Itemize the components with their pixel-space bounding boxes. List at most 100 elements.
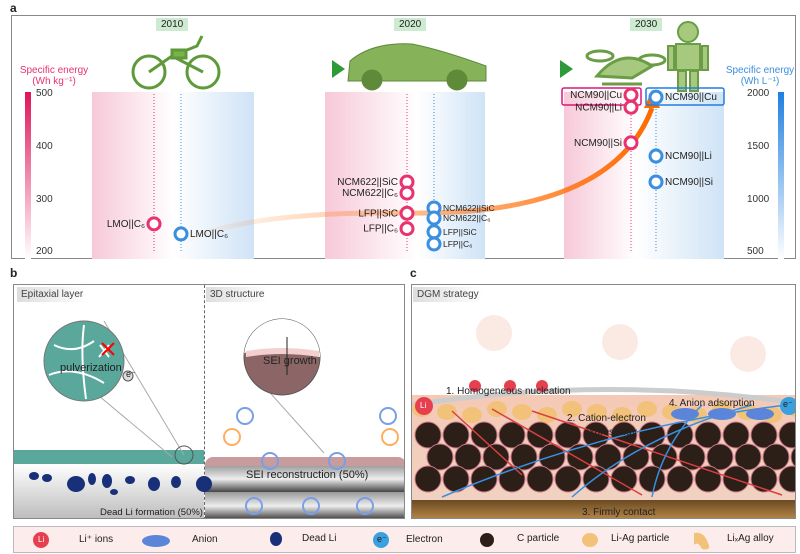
left-tick: 400 (36, 141, 53, 152)
c-particle (414, 465, 442, 493)
c-particle (678, 443, 706, 471)
solvation-clusters (476, 315, 766, 372)
data-point-label: NCM622||SiC (337, 177, 398, 188)
legend: Li Li⁺ ions Anion Dead Li e⁻ Electron C … (13, 526, 796, 553)
substrate (14, 464, 204, 518)
data-point-label: LFP||C₆ (363, 224, 398, 235)
legend-li-ag-particle: Li-Ag particle (611, 533, 670, 544)
step-2-label-line2: expressway (584, 427, 637, 438)
c-particle (554, 465, 582, 493)
data-point-label: NCM90||Li (665, 151, 712, 162)
left-tick: 300 (36, 194, 53, 205)
step-2-label: 2. Cation-electron (567, 413, 646, 424)
data-point (426, 224, 442, 240)
data-point-label: NCM90||Si (665, 177, 713, 188)
li-ag-particle (437, 404, 457, 420)
c-particle (554, 421, 582, 449)
left-axis-colorbar (25, 92, 31, 259)
li-ag-particle (587, 404, 607, 420)
li-ion-symbol (33, 532, 49, 548)
anion-symbol (142, 535, 170, 547)
c-particle (778, 421, 795, 449)
tag-3d-structure: 3D structure (206, 287, 269, 302)
legend-dead-li: Dead Li (302, 533, 337, 544)
c-particle (594, 443, 622, 471)
c-particle (470, 421, 498, 449)
c-particle (582, 465, 610, 493)
data-point (623, 99, 639, 115)
tag-dgm-strategy: DGM strategy (413, 287, 483, 302)
robot-icon (667, 21, 709, 92)
arrow-head (332, 60, 345, 78)
data-point-label: NCM90||Cu (665, 92, 717, 103)
li-ag-particle (462, 407, 482, 423)
panel-c-graphics (412, 315, 795, 498)
panel-a: 2010 2020 2030 Specific energy(Wh kg⁻¹) … (11, 15, 796, 259)
data-point (399, 221, 415, 237)
panel-b-label: b (10, 266, 18, 280)
sei-growth-label: SEI growth (263, 355, 317, 367)
c-particle (750, 465, 778, 493)
li-ag-particle (537, 407, 557, 423)
left-axis-title: Specific energy(Wh kg⁻¹) (19, 65, 89, 87)
legend-lixag-alloy: LiₓAg alloy (727, 533, 774, 544)
electron-symbol-text: e⁻ (377, 534, 387, 544)
c-particle (666, 465, 694, 493)
lixag-alloy-symbol (694, 532, 710, 550)
c-particle (706, 443, 734, 471)
c-particle (498, 421, 526, 449)
c-particle (442, 465, 470, 493)
data-point-label: LMO||C₆ (190, 229, 228, 240)
dead-li-symbol (270, 532, 282, 546)
year-2030: 2030 (630, 18, 663, 31)
expressway (412, 387, 795, 408)
panel-c-label: c (410, 266, 417, 280)
step-1-label: 1. Homogeneous nucleation (446, 386, 571, 397)
right-tick: 2000 (747, 88, 770, 99)
panel-b-graphics (29, 318, 399, 515)
electron-icon (780, 397, 795, 415)
sei-reconstruction-label: SEI reconstruction (50%) (246, 469, 369, 481)
c-particle (526, 421, 554, 449)
c-particle (650, 443, 678, 471)
li-ag-particle (612, 407, 632, 423)
li-ion-icon (415, 397, 433, 415)
panel-a-graphics: LMO||C₆NCM622||SiCNCM622||C₆LFP||SiCLFP|… (107, 21, 725, 253)
li-ion-label: Li (420, 401, 427, 410)
c-particle (778, 465, 795, 493)
right-axis-title: Specific energy(Wh L⁻¹) (725, 65, 795, 87)
data-point-label: LMO||C₆ (107, 219, 145, 230)
li-ag-particle (487, 401, 507, 417)
data-point-label: NCM90||Cu (570, 90, 622, 101)
c-particle (414, 421, 442, 449)
c-particle-symbol (480, 533, 494, 547)
data-point (648, 89, 664, 105)
c-particle (722, 421, 750, 449)
anions (671, 408, 774, 420)
electron-label: e⁻ (126, 369, 136, 379)
data-point-label: NCM622||C₆ (342, 188, 398, 199)
pulverization-label: pulverization (60, 362, 122, 374)
divider (204, 285, 205, 518)
year-2010: 2010 (156, 18, 189, 31)
c-particle (790, 446, 795, 468)
data-point-label: LFP||C₆ (443, 239, 473, 249)
c-particle (426, 443, 454, 471)
data-point (173, 226, 189, 242)
dead-li-particles (29, 472, 212, 495)
c-particle (762, 443, 790, 471)
electron-symbol (373, 532, 389, 548)
data-point (399, 185, 415, 201)
e-bike-icon (131, 35, 221, 90)
c-particle (470, 465, 498, 493)
li-symbol-text: Li (38, 535, 45, 544)
c-particle (638, 465, 666, 493)
data-point-label: NCM90||Si (574, 138, 622, 149)
panel-a-label: a (10, 1, 17, 15)
c-particle (482, 443, 510, 471)
legend-c-particle: C particle (517, 533, 560, 544)
right-tick: 1500 (747, 141, 770, 152)
epitaxial-layer (14, 450, 204, 464)
right-tick: 1000 (747, 194, 770, 205)
c-particle (694, 421, 722, 449)
